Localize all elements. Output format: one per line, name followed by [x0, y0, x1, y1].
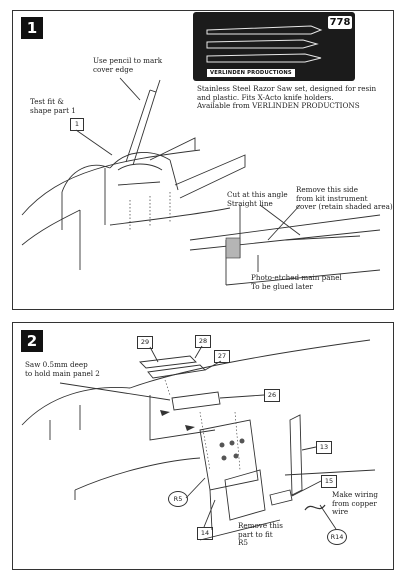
step-1-badge: 1: [21, 17, 43, 39]
part-29-label: 29: [137, 336, 153, 349]
part-27-label: 27: [214, 350, 230, 363]
part-28-label: 28: [195, 335, 211, 348]
product-number: 778: [328, 16, 352, 29]
part-14-label: 14: [197, 527, 213, 540]
note-photo-etched: Photo-etched main panel To be glued late…: [251, 273, 342, 291]
note-cut-angle: Cut at this angle Straight line: [227, 190, 288, 208]
part-1-label: 1: [70, 118, 84, 131]
note-saw-deep: Saw 0.5mm deep to hold main panel 2: [25, 360, 100, 378]
note-use-pencil: Use pencil to mark cover edge: [93, 56, 163, 74]
step-2-badge: 2: [21, 330, 43, 352]
part-r14-label: R14: [327, 529, 347, 545]
razor-saw-product-image: 778 VERLINDEN PRODUCTIONS: [193, 12, 355, 81]
part-r5-label: R5: [168, 491, 188, 507]
part-15-label: 15: [321, 475, 337, 488]
note-remove-side: Remove this side from kit instrument cov…: [296, 185, 393, 212]
part-13-label: 13: [316, 441, 332, 454]
product-description: Stainless Steel Razor Saw set, designed …: [197, 84, 377, 111]
product-brand: VERLINDEN PRODUCTIONS: [207, 69, 295, 77]
note-test-fit: Test fit & shape part 1: [30, 97, 76, 115]
saw-blades-icon: [206, 25, 323, 63]
note-remove-part: Remove this part to fit R5: [238, 521, 283, 548]
part-26-label: 26: [264, 389, 280, 402]
note-make-wiring: Make wiring from copper wire: [332, 490, 378, 517]
